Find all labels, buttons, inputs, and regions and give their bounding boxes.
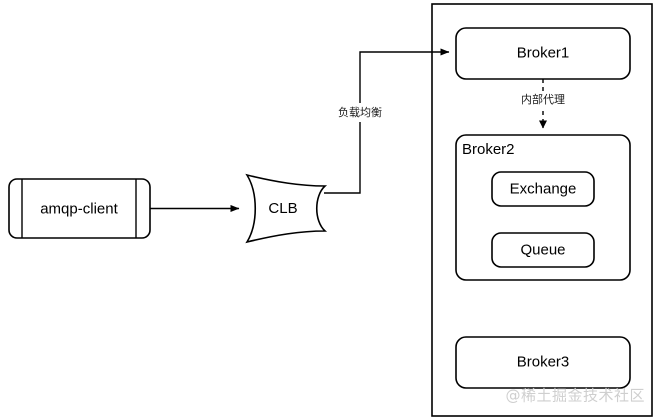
broker1-node[interactable]: Broker1	[455, 27, 631, 80]
amqp-client-node[interactable]: amqp-client	[8, 178, 151, 239]
clb-label: CLB	[268, 200, 297, 217]
broker2-label: Broker2	[462, 141, 515, 158]
clb-node[interactable]: CLB	[245, 173, 328, 244]
edge-label-backdrop-internal-proxy	[513, 91, 573, 109]
queue-node[interactable]: Queue	[491, 232, 595, 268]
exchange-label: Exchange	[510, 180, 577, 197]
edge-label-load-balance: 负载均衡	[338, 105, 382, 119]
watermark: @稀土掘金技术社区	[505, 387, 645, 405]
exchange-box	[491, 171, 595, 207]
broker3-box	[455, 336, 631, 389]
queue-box	[491, 232, 595, 268]
amqp-client-label: amqp-client	[40, 200, 118, 217]
edge-label-backdrop-load-balance	[330, 103, 390, 122]
queue-label: Queue	[520, 241, 565, 258]
clb-or-gate-shape	[245, 173, 328, 244]
broker1-label: Broker1	[517, 44, 570, 61]
edge-label-internal-proxy: 内部代理	[521, 92, 565, 106]
edge-clb-to-broker1	[324, 48, 450, 194]
broker3-node[interactable]: Broker3	[455, 336, 631, 389]
broker3-label: Broker3	[517, 353, 570, 370]
exchange-node[interactable]: Exchange	[491, 171, 595, 207]
broker2-node[interactable]: Broker2 Exchange Queue	[455, 134, 631, 281]
